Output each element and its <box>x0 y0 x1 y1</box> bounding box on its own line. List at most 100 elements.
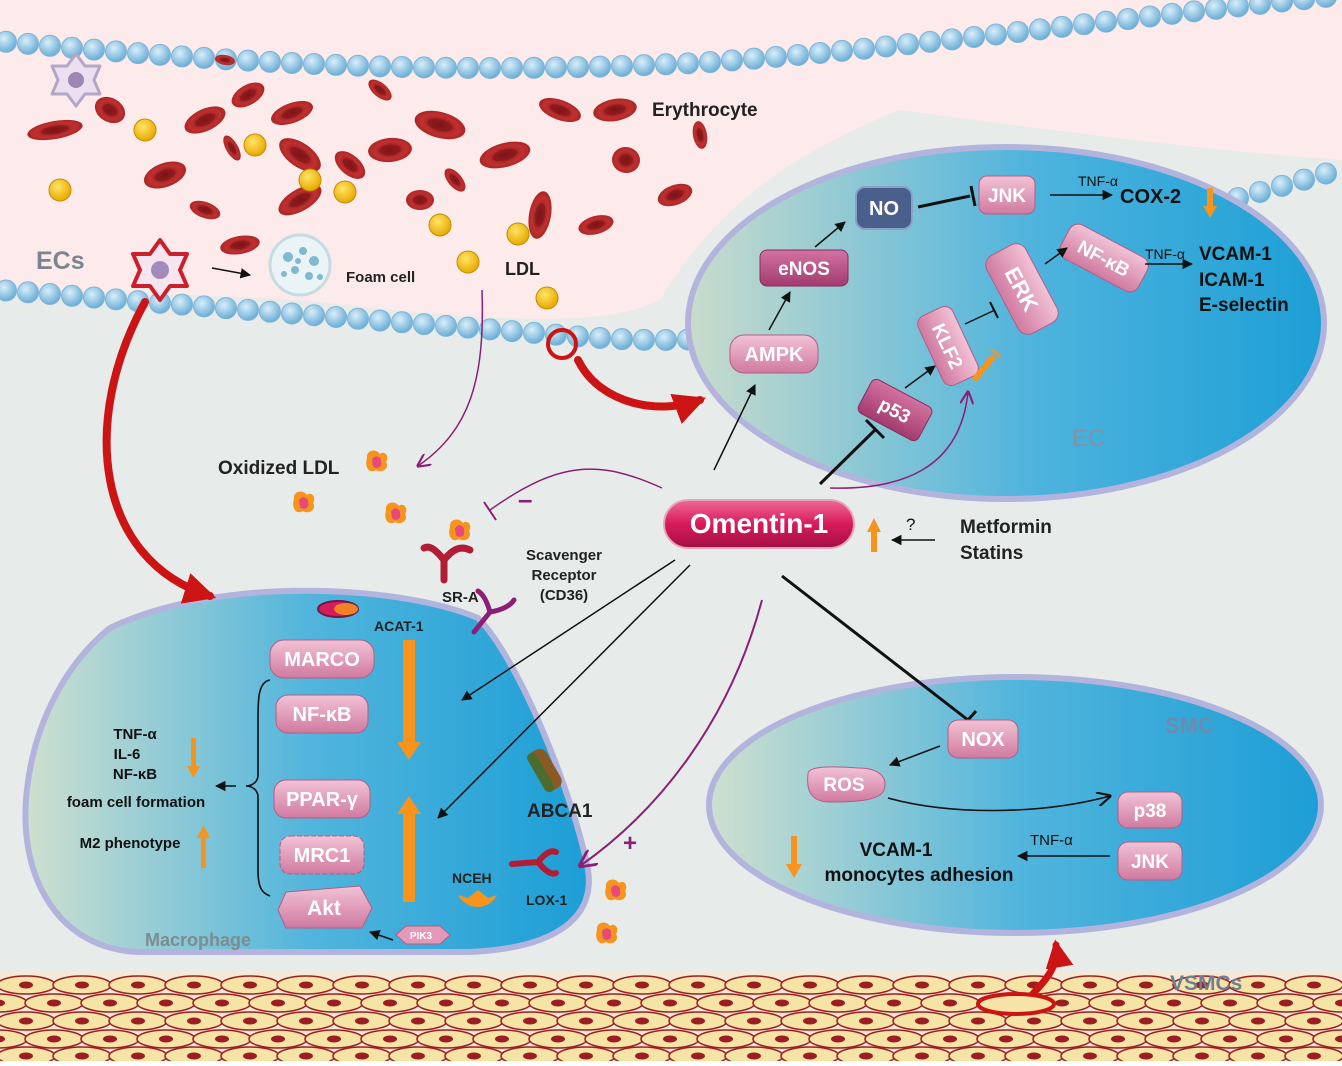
ldl-icon <box>133 118 157 142</box>
endothelial-cell <box>193 295 215 318</box>
endothelial-cell <box>457 56 479 79</box>
endothelial-cell <box>611 54 633 77</box>
vsmc-cell <box>780 1046 840 1066</box>
vsmc-cell <box>500 1011 560 1031</box>
akt-label: Akt <box>307 897 341 920</box>
endothelium-top <box>0 0 1337 79</box>
erythrocyte-icon <box>479 141 531 169</box>
down-regulation-head <box>397 742 421 760</box>
vsmc-cell <box>108 975 168 995</box>
acat1-label: ACAT-1 <box>374 618 424 634</box>
node-jnk-smc: JNK <box>1117 841 1183 881</box>
klf2-up-head <box>989 348 1001 360</box>
vsmc-cell <box>332 1011 392 1031</box>
vsmc-cell <box>332 975 392 995</box>
oxidized-ldl-icon <box>596 922 618 944</box>
endothelial-cell <box>325 306 347 328</box>
vsmc-cell <box>808 1029 868 1049</box>
erythrocyte-icon <box>189 200 221 220</box>
vsmc-cell <box>696 1029 756 1049</box>
endothelial-cell <box>1183 0 1205 23</box>
endothelial-cell <box>0 30 17 53</box>
vsmc-cell <box>836 1011 896 1031</box>
vsmc-cell <box>612 975 672 995</box>
jnk-smc-label: JNK <box>1131 852 1169 873</box>
tnf-label-1: TNF-α <box>1078 173 1118 189</box>
endothelial-cell <box>765 45 787 68</box>
vsmc-cell <box>920 1029 980 1049</box>
omentin-inhibits-oxldl-bar <box>483 501 497 521</box>
endothelial-cell <box>105 40 127 63</box>
vsmc-cell <box>24 993 84 1013</box>
vsmc-cell <box>164 975 224 995</box>
erythrocyte-icon <box>528 191 552 239</box>
endothelial-cell <box>193 46 215 69</box>
monocyte-adhesion-label: monocytes adhesion <box>825 865 1014 886</box>
endothelial-cell <box>1271 0 1293 13</box>
vsmc-cell <box>528 1029 588 1049</box>
nceh-enzyme-icon <box>458 890 497 908</box>
endothelial-cell <box>1007 20 1029 43</box>
klf2-inhibits-erk-bar <box>989 301 999 319</box>
vsmc-cell <box>584 1029 644 1049</box>
omentin-to-macrophage-arrow-1 <box>461 559 676 701</box>
node-pik3: PIK3 <box>395 925 451 945</box>
sr-a-receptor-icon <box>420 543 474 584</box>
erythrocyte-icon <box>215 54 235 66</box>
vsmc-cell <box>220 975 280 995</box>
up-regulation-head <box>397 796 421 814</box>
macrophage-label: Macrophage <box>145 930 251 950</box>
nfkb-macrophage-label: NF-κB <box>293 704 352 726</box>
oxidized-ldl-icon <box>385 502 407 524</box>
node-nox: NOX <box>947 719 1019 759</box>
vsmc-cell <box>864 993 924 1013</box>
vsmc-cell <box>1256 1029 1316 1049</box>
endothelial-cell <box>215 297 237 320</box>
vsmc-cell <box>556 1046 616 1066</box>
m2-up-head <box>197 825 210 838</box>
ec-cell <box>685 144 1327 502</box>
smc-cell <box>706 674 1324 936</box>
vsmc-cell <box>948 1046 1008 1066</box>
vsmc-cell <box>388 1046 448 1066</box>
endothelial-cell <box>611 328 633 351</box>
vsmc-cell <box>164 1011 224 1031</box>
endothelial-cell <box>567 325 589 348</box>
marco-label: MARCO <box>284 649 360 671</box>
nox-to-ros-arrow <box>889 745 941 767</box>
node-ros: ROS <box>807 766 886 803</box>
nox-label: NOX <box>961 729 1005 751</box>
erythrocyte-icon <box>692 121 708 149</box>
vsmc-cell <box>836 1046 896 1066</box>
receptor-label: Receptor <box>531 567 596 584</box>
vsmc-cell <box>1312 993 1342 1013</box>
vsmc-cell <box>1032 1029 1092 1049</box>
metformin-label: Metformin <box>960 517 1052 538</box>
node-erk: ERK <box>985 243 1059 335</box>
endothelial-cell <box>237 49 259 72</box>
vsmc-cell <box>444 1046 504 1066</box>
cd36-receptor-icon <box>471 588 517 635</box>
vsmc-cell <box>388 1011 448 1031</box>
acat-1-enzyme-icon <box>317 600 359 618</box>
vsmc-cell <box>752 1029 812 1049</box>
omentin-label: Omentin-1 <box>690 508 828 539</box>
lox-1-receptor-icon <box>509 848 559 877</box>
endothelial-cell <box>633 328 655 351</box>
omentin-inhibits-nox <box>781 574 969 722</box>
endothelial-cell <box>1205 0 1227 20</box>
endothelial-cell <box>985 23 1007 46</box>
vsmc-cell <box>192 1029 252 1049</box>
endothelial-cell <box>1029 18 1051 41</box>
smc-down-bar <box>791 836 797 866</box>
no-inhibits-jnk-bar <box>969 185 977 207</box>
omentin-to-macrophage-arrow-2 <box>437 564 691 819</box>
endothelial-cell <box>39 283 61 306</box>
vsmc-cell <box>1144 993 1204 1013</box>
endothelial-cell <box>83 38 105 61</box>
endothelial-cell <box>303 53 325 76</box>
erythrocyte-icon <box>220 235 260 255</box>
endothelial-cell <box>677 52 699 75</box>
erythrocyte-icon <box>612 146 640 174</box>
vcam1-smc-label: VCAM-1 <box>860 840 933 861</box>
